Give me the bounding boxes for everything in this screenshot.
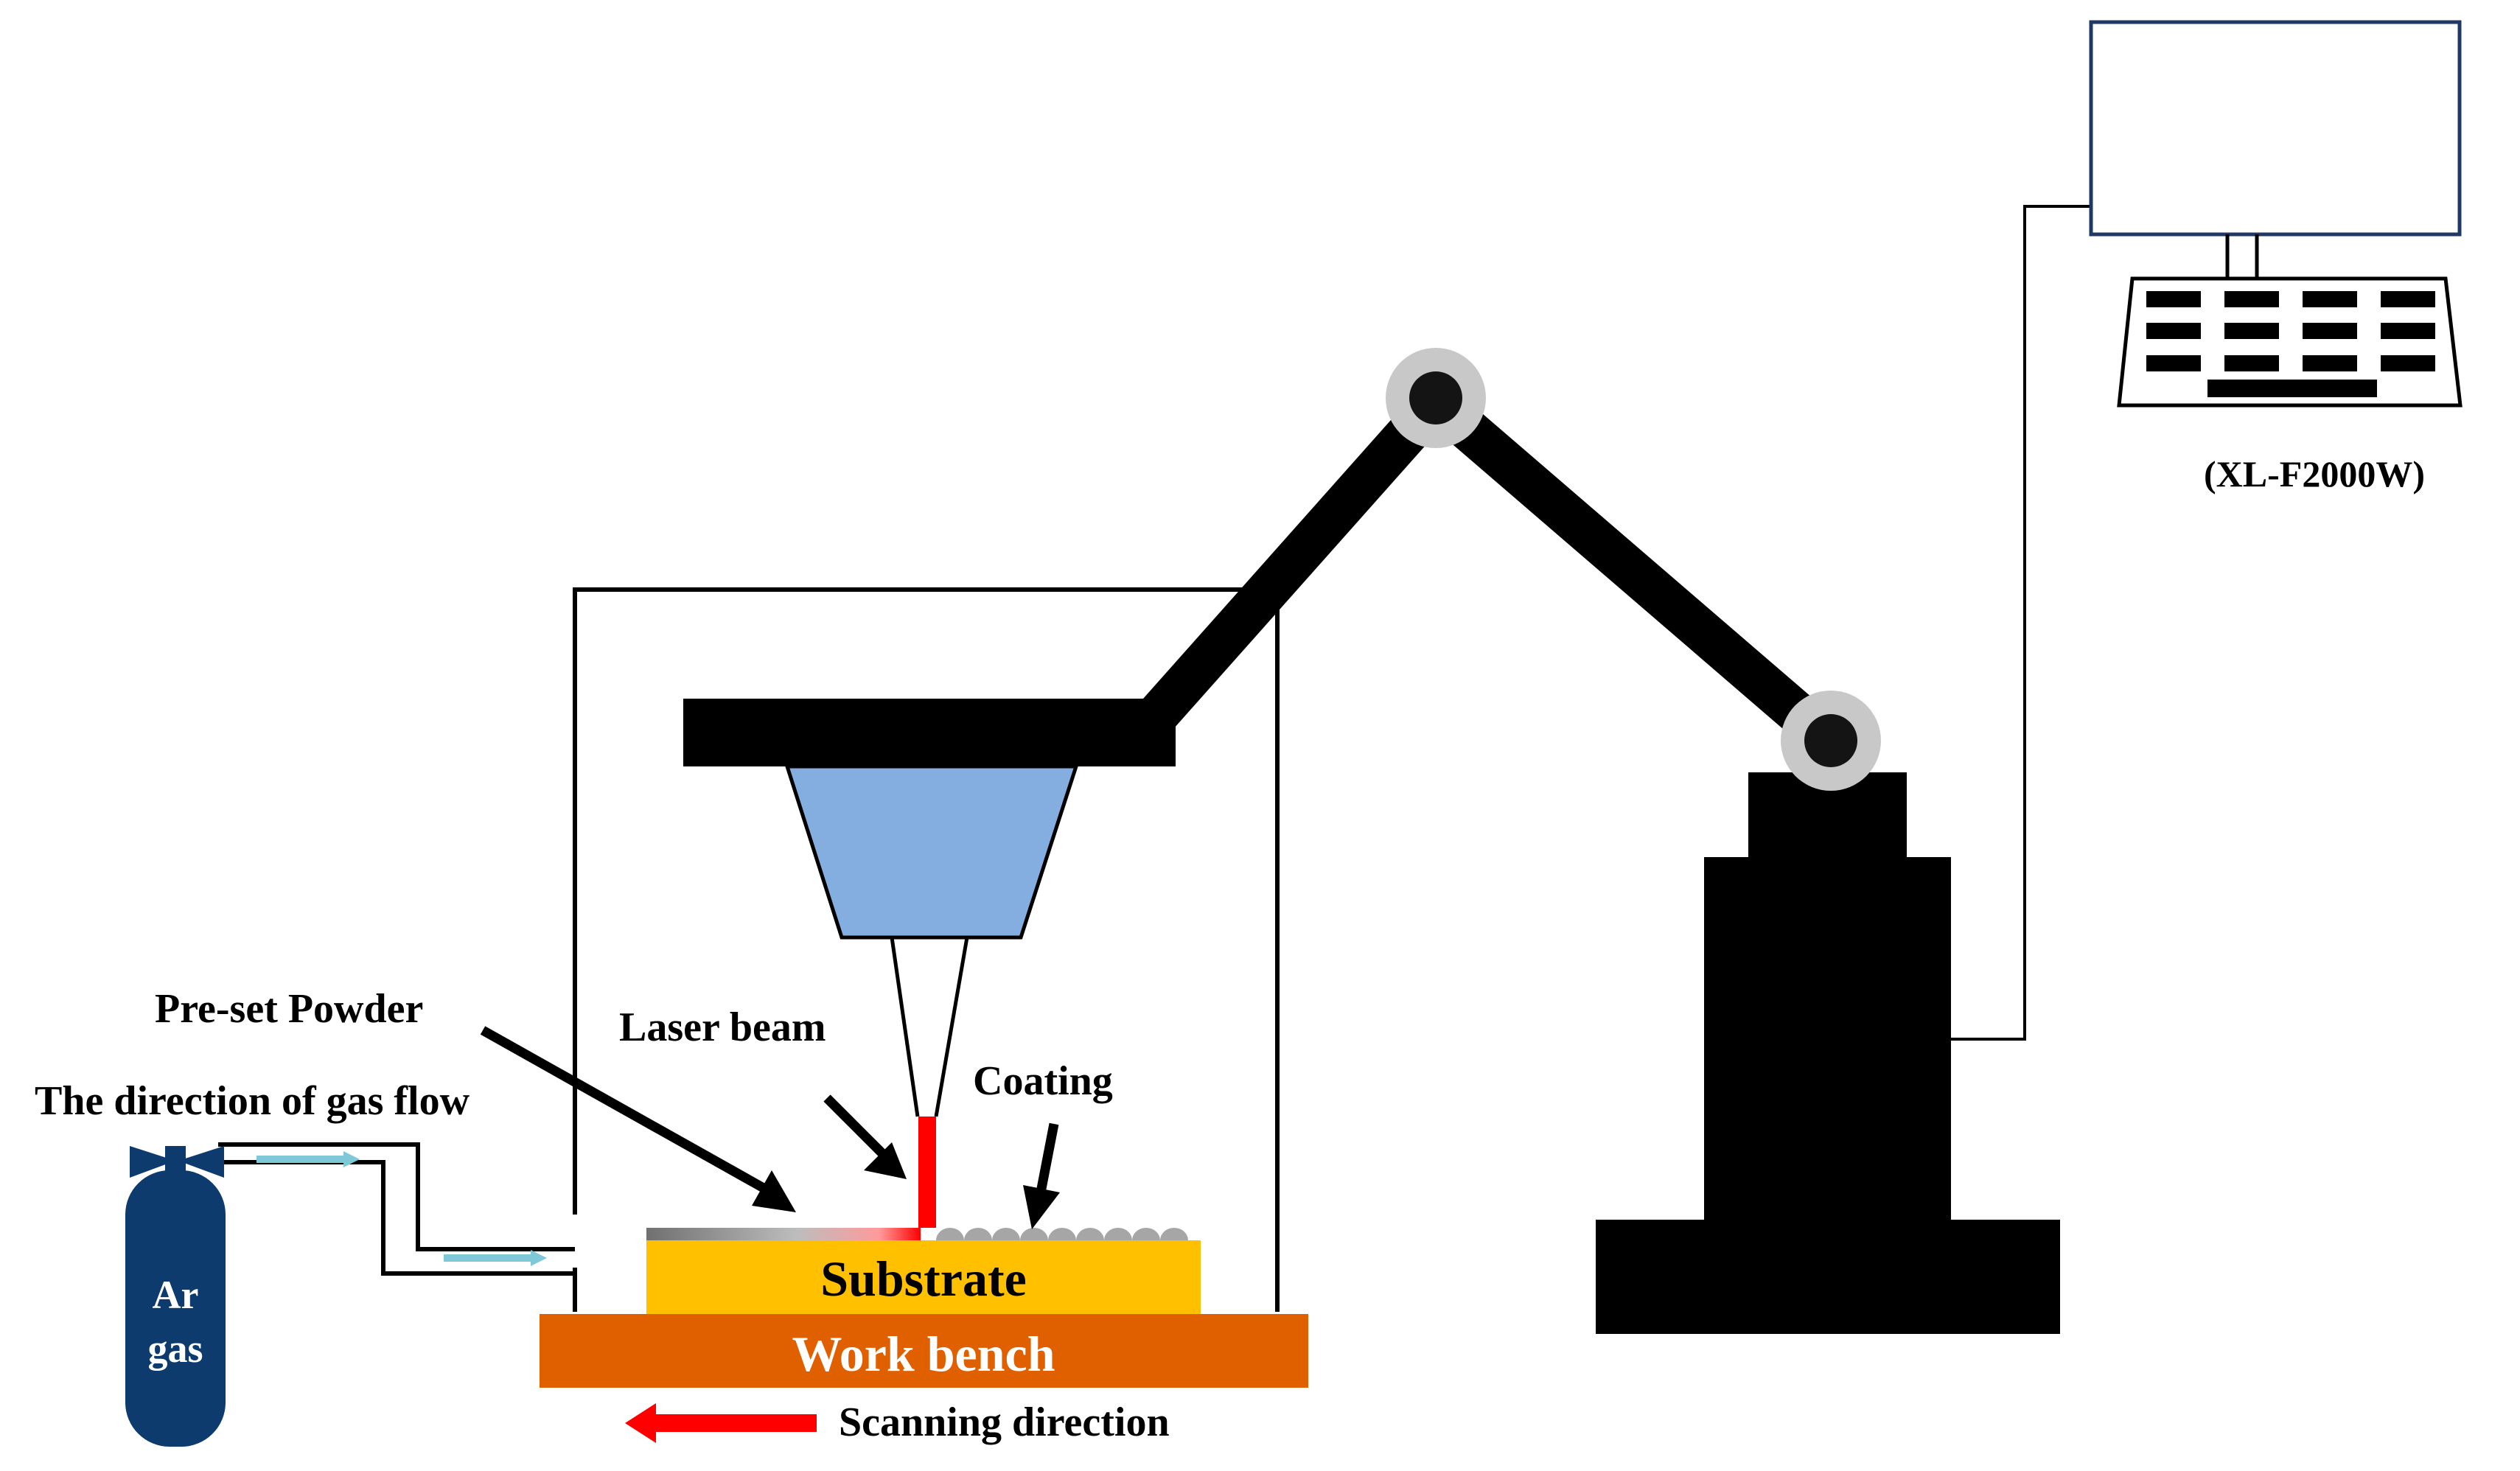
keyboard-key xyxy=(2224,291,2279,307)
gas-flow-arrows xyxy=(256,1151,547,1266)
keyboard-key xyxy=(2381,291,2435,307)
cylinder-body xyxy=(125,1170,226,1447)
keyboard-key xyxy=(2146,291,2201,307)
keyboard-key xyxy=(2303,291,2357,307)
laser-beam-arrowhead xyxy=(864,1142,907,1179)
cylinder-label-gas: gas xyxy=(147,1327,203,1371)
gas-flow-arrow-shaft xyxy=(444,1254,531,1262)
laser-beam-pointer xyxy=(823,1094,887,1158)
coating-arrowhead xyxy=(1023,1185,1060,1229)
gas-flow-arrowhead xyxy=(343,1151,360,1167)
robot-upper-link xyxy=(1125,387,1452,748)
laser-beam xyxy=(918,1117,936,1228)
work-bench-label: Work bench xyxy=(792,1326,1055,1382)
laser-focus-cone xyxy=(890,937,969,1117)
keyboard-key xyxy=(2224,355,2279,371)
laser-head-bar xyxy=(683,699,1176,766)
keyboard-key xyxy=(2303,355,2357,371)
robot-column xyxy=(1704,857,1951,1227)
robot-arm xyxy=(683,385,2060,1334)
robot-lower-link xyxy=(1422,385,1843,757)
machine-model-label: (XL-F2000W) xyxy=(2204,453,2425,495)
coating-label: Coating xyxy=(973,1058,1113,1104)
keyboard-key xyxy=(2381,323,2435,339)
preset-powder-label: Pre-set Powder xyxy=(155,986,423,1032)
laser-beam-label: Laser beam xyxy=(619,1004,826,1050)
gas-pipe xyxy=(218,1142,575,1276)
preset-powder-arrowhead xyxy=(752,1170,796,1212)
gas-flow-arrow-shaft xyxy=(256,1156,343,1163)
coating-pointer xyxy=(1036,1122,1059,1194)
keyboard-key xyxy=(2224,323,2279,339)
control-cable xyxy=(1951,205,2091,1041)
keyboard-keys xyxy=(2146,291,2435,397)
cylinder-label-ar: Ar xyxy=(153,1273,199,1317)
scanning-direction-shaft xyxy=(649,1414,817,1432)
scanning-direction-arrowhead xyxy=(625,1403,656,1443)
computer-monitor xyxy=(2089,20,2462,237)
robot-joint-elbow xyxy=(1386,348,1486,448)
laser-nozzle xyxy=(784,764,1079,940)
gas-flow-label: The direction of gas flow xyxy=(35,1078,470,1124)
robot-joint-shoulder xyxy=(1781,691,1881,791)
computer-keyboard xyxy=(2117,276,2463,408)
coating-bumps xyxy=(936,1228,1188,1240)
monitor-stand xyxy=(2225,234,2259,279)
keyboard-spacebar xyxy=(2207,380,2377,397)
keyboard-key xyxy=(2146,355,2201,371)
coating-layer xyxy=(936,1228,1188,1240)
robot-base xyxy=(1596,1220,2060,1334)
cylinder-valve-right xyxy=(178,1146,224,1178)
keyboard-key xyxy=(2303,323,2357,339)
cylinder-valve-left xyxy=(130,1146,175,1178)
keyboard-key xyxy=(2381,355,2435,371)
argon-gas-cylinder: Ar gas xyxy=(125,1146,226,1447)
substrate xyxy=(646,1240,1201,1314)
gas-flow-arrowhead xyxy=(531,1250,547,1266)
preset-powder-pointer xyxy=(480,1026,772,1195)
scanning-direction-label: Scanning direction xyxy=(839,1400,1170,1445)
work-bench xyxy=(540,1314,1308,1388)
keyboard-key xyxy=(2146,323,2201,339)
preset-powder-layer xyxy=(646,1228,921,1240)
substrate-label: Substrate xyxy=(820,1251,1027,1307)
